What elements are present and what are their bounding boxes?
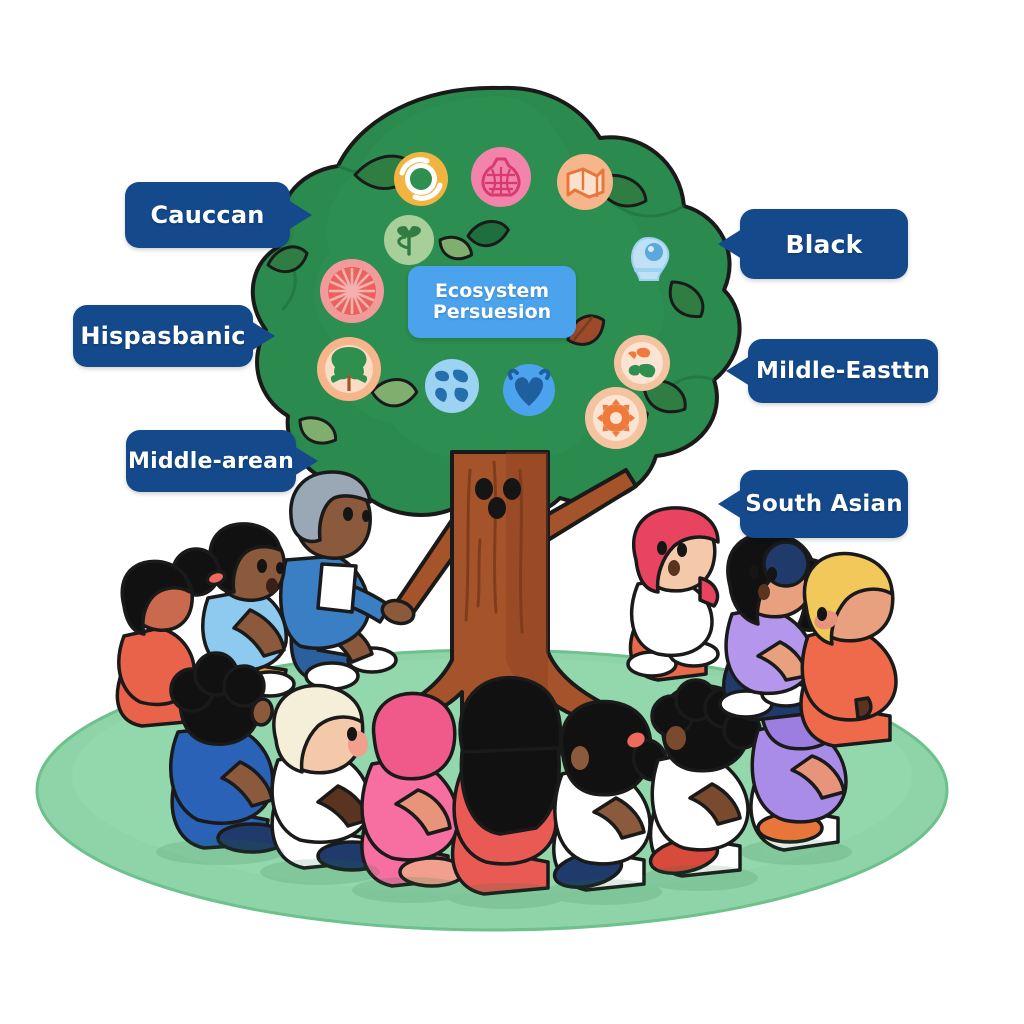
callout-caucasian-label: Cauccan: [150, 201, 265, 229]
sprout-icon: [384, 215, 434, 265]
child-red-shirt-long-hair: [450, 675, 563, 896]
callout-tail: [294, 446, 318, 476]
center-banner-line1: Ecosystem: [434, 280, 550, 303]
child-blue-shirt-back: [169, 651, 288, 854]
leaf-icon: [466, 220, 510, 247]
ground-shadows: [156, 839, 852, 909]
callout-tail: [718, 229, 742, 259]
globe-icon: [425, 359, 479, 413]
child-pink-hijab: [360, 691, 466, 888]
callout-middle-eastern-right-label: Mildle-Easttn: [755, 358, 931, 384]
leaf-icon: [266, 245, 309, 274]
leaf-icon: [438, 235, 474, 261]
leaf-icon: [668, 280, 705, 318]
callout-middle-eastern-left-label: Middle-arean: [127, 448, 295, 474]
callout-tail: [288, 200, 312, 230]
fruit-slice-icon: [320, 259, 384, 323]
callout-south-asian[interactable]: South Asian: [718, 470, 908, 538]
callout-caucasian[interactable]: Cauccan: [125, 182, 312, 248]
child-white-shirt-ponytail: [552, 699, 669, 892]
callout-hispanic[interactable]: Hispasbanic: [73, 305, 275, 367]
center-banner: Ecosystem Persuesion: [408, 266, 576, 338]
child-orange-shirt-blond: [799, 551, 898, 748]
child-red-hijab: [626, 506, 720, 682]
leaf-icon: [298, 416, 338, 445]
callout-tail: [726, 356, 750, 386]
gear-icon: [585, 387, 647, 449]
child-blond-white-shirt: [270, 683, 388, 872]
teacher: [279, 470, 416, 691]
people-circle: [115, 470, 898, 896]
callout-middle-eastern-right[interactable]: Mildle-Easttn: [726, 339, 938, 403]
money-bag-icon: [471, 147, 531, 207]
trunk-knots: [475, 478, 521, 519]
callout-black-label: Black: [785, 229, 863, 259]
child-blue-shirt-ponytail: [171, 522, 296, 698]
callout-black[interactable]: Black: [718, 209, 908, 279]
leaf-icon: [370, 378, 419, 408]
recycle-apple-icon: [394, 152, 448, 206]
center-banner-line2: Persuesion: [432, 301, 552, 323]
community-heart-icon: [503, 364, 555, 416]
child-purple-sweater: [718, 531, 838, 722]
child-white-shirt-afro: [648, 678, 762, 878]
callout-south-asian-label: South Asian: [745, 491, 903, 517]
water-drop-icon: [630, 236, 670, 281]
callout-tail: [718, 489, 742, 519]
bark-lines: [464, 460, 524, 634]
callout-hispanic-label: Hispasbanic: [80, 322, 246, 350]
callout-middle-eastern-left[interactable]: Middle-arean: [126, 430, 318, 492]
tree-growth-icon: [317, 337, 381, 401]
map-leaf-icon: [557, 154, 613, 210]
callout-tail: [251, 321, 275, 351]
recycle-plant-icon: [614, 335, 670, 391]
